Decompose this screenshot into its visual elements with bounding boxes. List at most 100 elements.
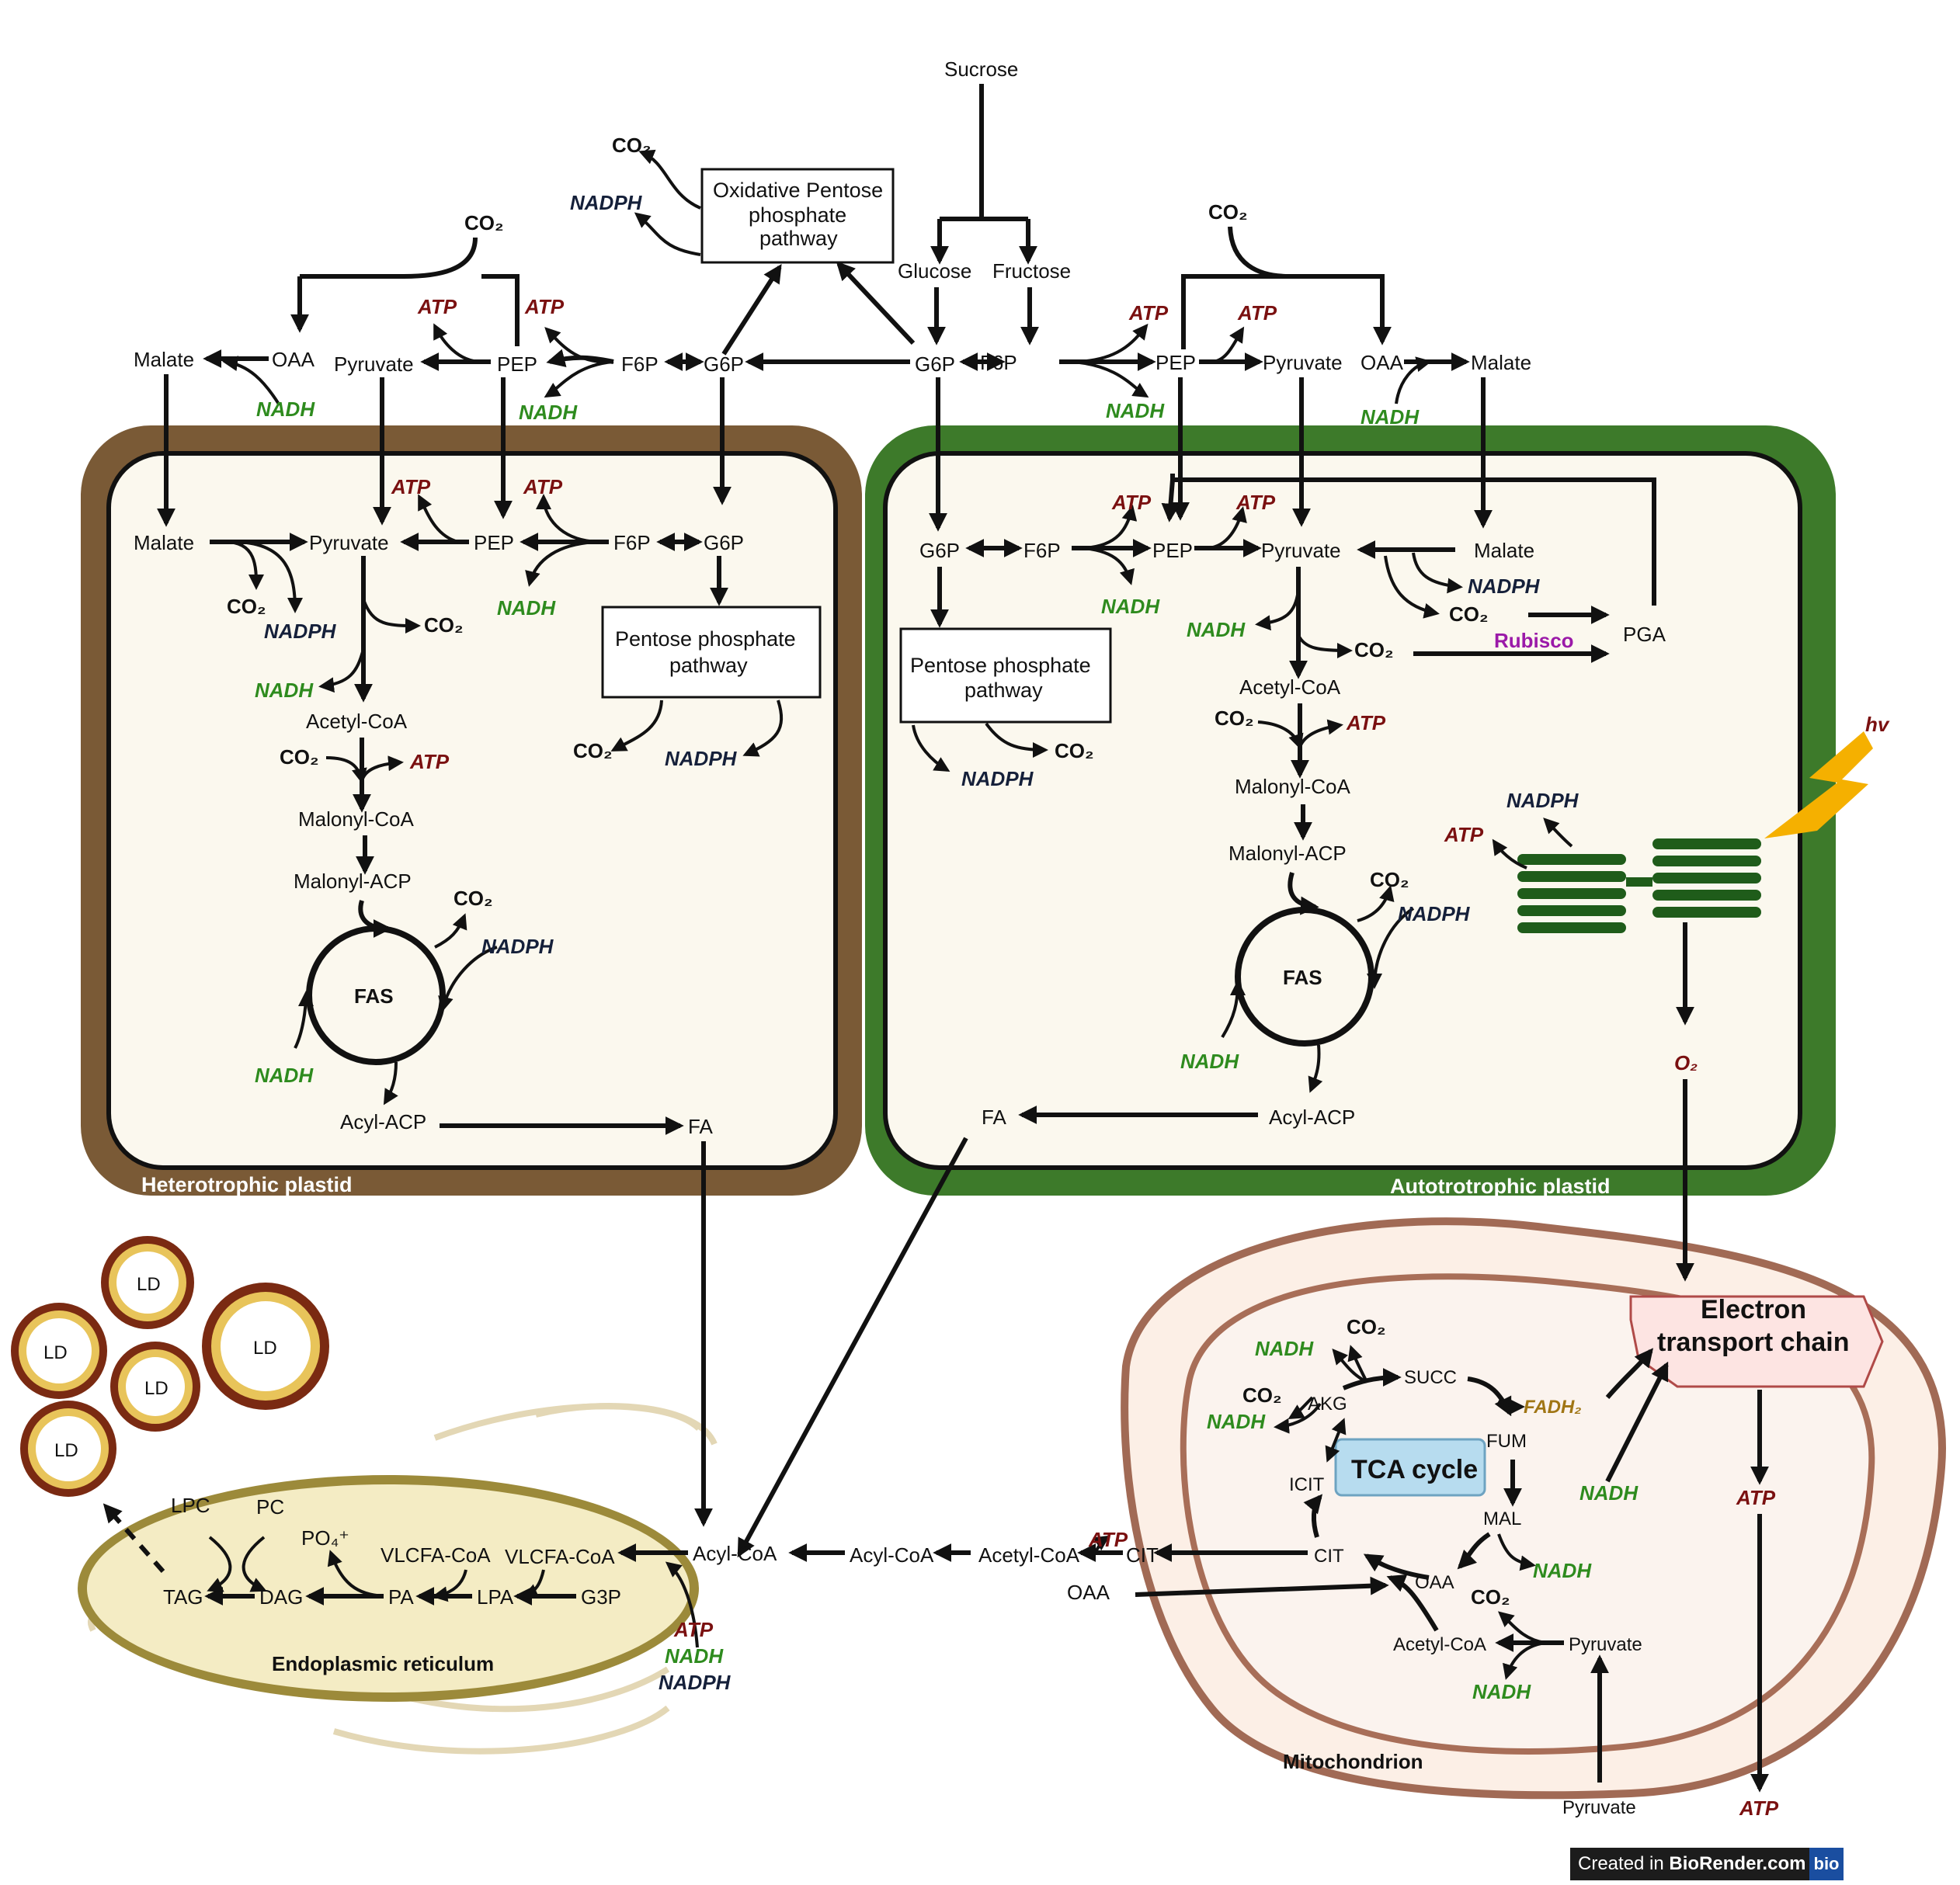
top-nadh-label: NADH [1180, 1050, 1239, 1073]
sucrose-label: Sucrose [944, 57, 1018, 81]
er-dag: DAG [259, 1585, 303, 1609]
top-nadh-label: NADH [1579, 1481, 1639, 1505]
lipid-droplet: LD [20, 1401, 116, 1497]
pep-top-right: PEP [1155, 351, 1196, 374]
lipid-droplet: LD [110, 1342, 200, 1432]
er-vlcfa-coa-right: VLCFA-CoA [505, 1545, 615, 1568]
lipid-droplets: LD LD LD LD LD [11, 1236, 329, 1497]
er-ld-label: LD [43, 1342, 68, 1363]
cyto-cit: CIT [1126, 1543, 1159, 1567]
tca-cycle-box [1334, 1438, 1486, 1497]
auto-fa: FA [982, 1106, 1006, 1129]
top-nadh-label: NADH [256, 397, 315, 421]
auto-g6p: G6P [919, 539, 960, 562]
succ: SUCC [1404, 1367, 1457, 1388]
etc-box: Electron transport chain [1629, 1295, 1884, 1388]
hetero-pep: PEP [474, 531, 514, 554]
hetero-acetyl-coa: Acetyl-CoA [306, 710, 408, 733]
er-lpa: LPA [477, 1585, 514, 1609]
lightning-icon [1764, 731, 1873, 838]
pyruvate-top-right: Pyruvate [1263, 351, 1343, 374]
auto-acetyl-coa: Acetyl-CoA [1239, 675, 1341, 699]
hetero-malate: Malate [134, 531, 194, 554]
top-nadh-label: NADH [1101, 595, 1160, 618]
top-co2-label: CO₂ [454, 887, 493, 910]
er-pc: PC [256, 1495, 284, 1519]
er-g3p: G3P [581, 1585, 621, 1609]
top-co2-label: CO₂ [1215, 706, 1254, 730]
er-ld-label: LD [54, 1440, 78, 1461]
top-nadph-label: NADPH [1506, 789, 1579, 812]
top-co2-label: CO₂ [1471, 1585, 1510, 1609]
hetero-fas-label: FAS [354, 984, 394, 1008]
er-ld-label: LD [144, 1378, 169, 1399]
auto-ppp-0-label: Pentose phosphate [910, 654, 1091, 677]
top-nadph-label: NADPH [481, 935, 554, 958]
biorender-credit[interactable]: Created in BioRender.com bio [1570, 1848, 1844, 1880]
er-label: Endoplasmic reticulum [272, 1652, 494, 1675]
top-co2-label: CO₂ [1370, 868, 1409, 891]
mito-pyruvate: Pyruvate [1569, 1634, 1642, 1655]
top-nadh-label: NADH [665, 1644, 724, 1668]
mito-etc-0-label: Electron [1701, 1295, 1806, 1324]
er-vlcfa-coa-left: VLCFA-CoA [381, 1543, 491, 1567]
top-nadph-label: NADPH [264, 620, 337, 643]
top-nadh-label: NADH [255, 1064, 314, 1087]
top-co2-label: CO₂ [1208, 200, 1248, 224]
auto-f6p: F6P [1023, 539, 1061, 562]
top-nadh-label: NADH [1472, 1680, 1531, 1703]
hv-label: hv [1865, 713, 1890, 736]
auto-plastid-label: Autotrotrophic plastid [1390, 1175, 1610, 1198]
top-nadh-label: NADH [497, 596, 556, 620]
heterotrophic-plastid: Heterotrophic plastid [81, 425, 862, 1196]
top-nadh-label: NADH [1187, 618, 1246, 641]
auto-pga: PGA [1623, 623, 1666, 646]
biorender-logo: bio [1809, 1848, 1844, 1880]
top-nadph-label: NADPH [1398, 902, 1471, 925]
top-atp-label: ATP [1235, 491, 1276, 514]
cyto-acetyl-coa: Acetyl-CoA [978, 1543, 1080, 1567]
top-oxppp-2-label: pathway [759, 227, 838, 250]
er-lpc: LPC [171, 1494, 210, 1517]
mito-cit: CIT [1314, 1546, 1344, 1567]
hetero-fa: FA [688, 1115, 713, 1138]
top-atp-label: ATP [1444, 823, 1484, 846]
top-co2-label: CO₂ [1347, 1315, 1386, 1338]
auto-malonyl-coa: Malonyl-CoA [1235, 775, 1350, 798]
top-co2-label: CO₂ [1242, 1383, 1282, 1407]
top-nadph-label: NADPH [659, 1671, 732, 1694]
top-atp-label: ATP [1088, 1528, 1128, 1551]
er-ld-label: LD [253, 1338, 277, 1359]
hetero-ppp-box: Pentose phosphate pathway [601, 606, 822, 699]
auto-malonyl-acp: Malonyl-ACP [1228, 842, 1347, 865]
top-nadh-label: NADH [255, 679, 314, 702]
hetero-acyl-acp: Acyl-ACP [340, 1110, 426, 1133]
fructose-label: Fructose [992, 259, 1071, 283]
autotrophic-plastid: Autotrotrophic plastid [865, 425, 1836, 1198]
pyruvate-top-left: Pyruvate [334, 352, 414, 376]
er-pa: PA [388, 1585, 414, 1609]
malate-top-left: Malate [134, 348, 194, 371]
auto-acyl-acp: Acyl-ACP [1269, 1106, 1355, 1129]
top-nadh-label: NADH [1361, 405, 1420, 429]
rubisco-label: Rubisco [1494, 629, 1574, 652]
top-nadh-label: NADH [1207, 1410, 1266, 1433]
top-nadph-label: NADPH [961, 767, 1034, 790]
g6p-top-left: G6P [704, 352, 744, 376]
top-co2-label: CO₂ [280, 745, 319, 769]
top-atp-label: ATP [1739, 1796, 1779, 1820]
top-nadh-label: NADH [1255, 1337, 1314, 1360]
top-nadph-label: NADPH [570, 191, 643, 214]
top-co2-label: CO₂ [227, 595, 266, 618]
top-atp-label: ATP [1111, 491, 1152, 514]
top-co2-label: CO₂ [1449, 602, 1489, 626]
top-co2-label: CO₂ [424, 613, 464, 637]
o2-label: O₂ [1674, 1051, 1698, 1074]
top-atp-label: ATP [391, 475, 431, 498]
hetero-fas-cycle: FAS [294, 900, 498, 1106]
auto-pyruvate: Pyruvate [1261, 539, 1341, 562]
er-tag: TAG [163, 1585, 203, 1609]
cyto-oaa: OAA [1067, 1581, 1110, 1604]
glucose-label: Glucose [898, 259, 971, 283]
cyto-acyl-coa: Acyl-CoA [850, 1543, 934, 1567]
